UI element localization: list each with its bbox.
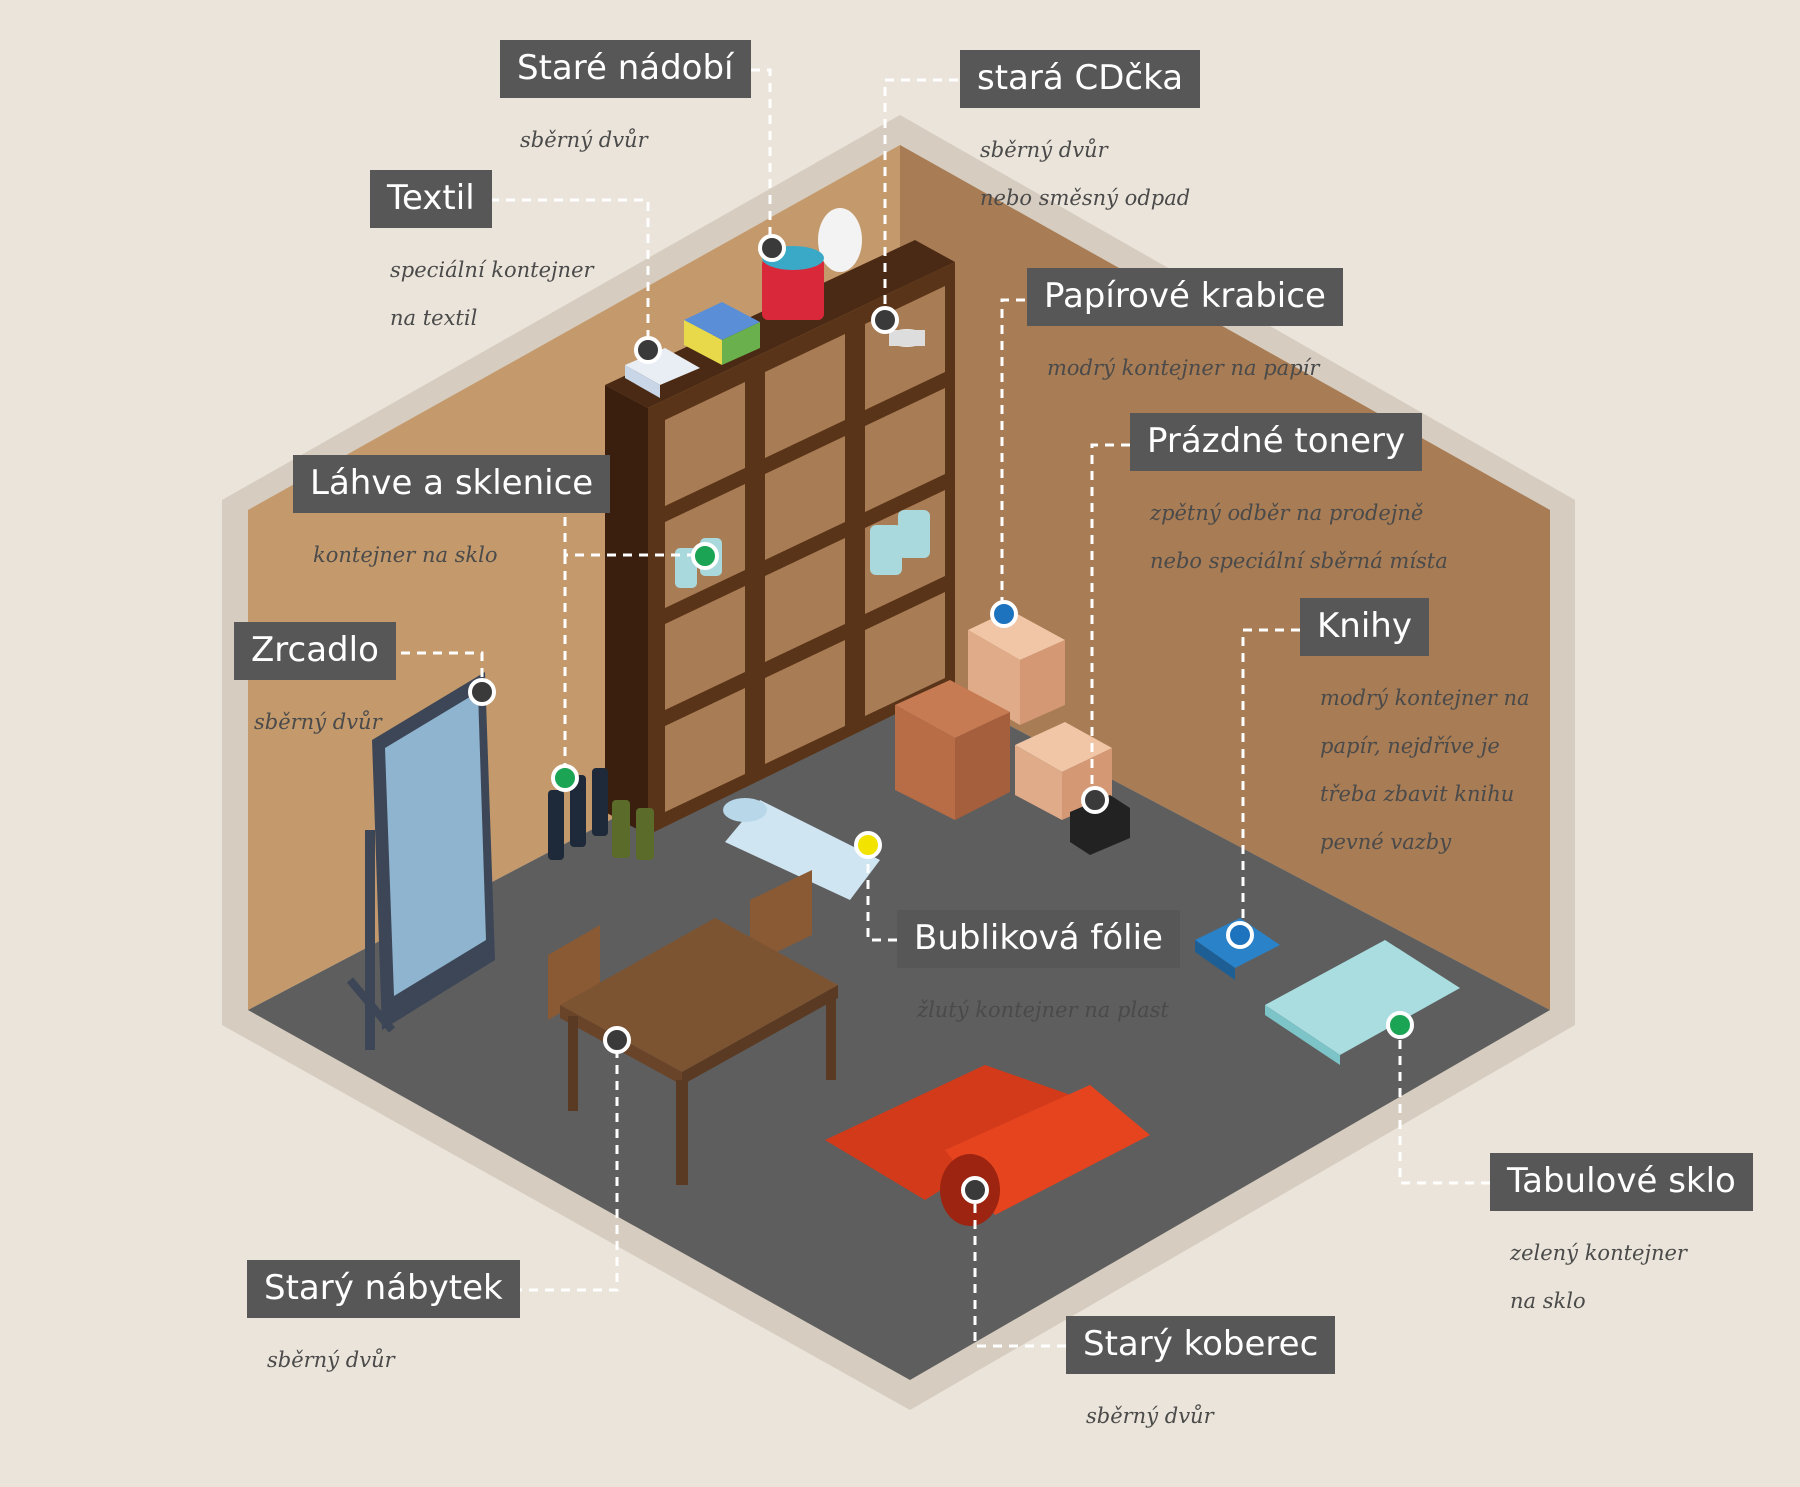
label-krabice: Papírové krabice <box>1027 268 1343 326</box>
label-stare-nadobi: Staré nádobí <box>500 40 751 98</box>
label-koberec: Starý koberec <box>1066 1316 1336 1374</box>
callout-bubliny: Bubliková fólie žlutý kontejner na plast <box>897 910 1180 1034</box>
marker-nabytek <box>603 1026 631 1054</box>
cardboard-boxes <box>895 610 1112 820</box>
note-knihy: modrý kontejner na papír, nejdříve je tř… <box>1320 686 1530 854</box>
callout-cd: stará CDčka sběrný dvůr nebo směsný odpa… <box>960 50 1201 222</box>
callout-lahve: Láhve a sklenice kontejner na sklo <box>293 455 611 579</box>
note-tabulove-sklo: zelený kontejner na sklo <box>1510 1241 1687 1313</box>
marker-lahve <box>551 764 579 792</box>
marker-krabice <box>990 600 1018 628</box>
callout-koberec: Starý koberec sběrný dvůr <box>1066 1316 1336 1440</box>
marker-koberec <box>961 1176 989 1204</box>
callout-knihy: Knihy modrý kontejner na papír, nejdříve… <box>1300 598 1530 866</box>
bubble-wrap <box>723 798 880 900</box>
toner-cartridges <box>1070 795 1130 855</box>
cd-stack <box>889 329 925 347</box>
note-krabice: modrý kontejner na papír <box>1047 356 1320 380</box>
marker-textil <box>634 336 662 364</box>
marker-zrcadlo <box>468 678 496 706</box>
note-zrcadlo: sběrný dvůr <box>254 710 382 734</box>
note-lahve: kontejner na sklo <box>313 543 498 567</box>
marker-sklenice <box>691 542 719 570</box>
label-zrcadlo: Zrcadlo <box>234 622 396 680</box>
callout-zrcadlo: Zrcadlo sběrný dvůr <box>234 622 396 746</box>
glass-panes <box>1265 940 1460 1065</box>
label-knihy: Knihy <box>1300 598 1429 656</box>
label-lahve: Láhve a sklenice <box>293 455 611 513</box>
marker-stare-nadobi <box>758 234 786 262</box>
note-tonery: zpětný odběr na prodejně nebo speciální … <box>1150 501 1448 573</box>
marker-cd <box>871 306 899 334</box>
note-stare-nadobi: sběrný dvůr <box>520 128 648 152</box>
note-textil: speciální kontejner na textil <box>390 258 594 330</box>
label-cd: stará CDčka <box>960 50 1201 108</box>
callout-nabytek: Starý nábytek sběrný dvůr <box>247 1260 520 1384</box>
marker-bubliny <box>854 831 882 859</box>
note-cd: sběrný dvůr nebo směsný odpad <box>980 138 1191 210</box>
markers <box>468 234 1414 1204</box>
marker-tabulove-sklo <box>1386 1011 1414 1039</box>
bottles <box>548 768 654 860</box>
label-nabytek: Starý nábytek <box>247 1260 520 1318</box>
marker-knihy <box>1226 921 1254 949</box>
label-bubliny: Bubliková fólie <box>897 910 1180 968</box>
right-wall <box>900 145 1550 1010</box>
note-bubliny: žlutý kontejner na plast <box>917 998 1169 1022</box>
label-tonery: Prázdné tonery <box>1130 413 1423 471</box>
towels <box>684 302 760 365</box>
callout-krabice: Papírové krabice modrý kontejner na papí… <box>1027 268 1343 392</box>
callout-stare-nadobi: Staré nádobí sběrný dvůr <box>500 40 751 164</box>
marker-tonery <box>1081 786 1109 814</box>
label-textil: Textil <box>370 170 492 228</box>
label-tabulove-sklo: Tabulové sklo <box>1490 1153 1753 1211</box>
callout-tonery: Prázdné tonery zpětný odběr na prodejně … <box>1130 413 1448 585</box>
callout-textil: Textil speciální kontejner na textil <box>370 170 594 342</box>
standing-mirror <box>346 672 495 1050</box>
callout-tabulove-sklo: Tabulové sklo zelený kontejner na sklo <box>1490 1153 1753 1325</box>
note-koberec: sběrný dvůr <box>1086 1404 1214 1428</box>
note-nabytek: sběrný dvůr <box>267 1348 395 1372</box>
plate <box>818 208 862 272</box>
leader-lines <box>385 68 1490 1348</box>
